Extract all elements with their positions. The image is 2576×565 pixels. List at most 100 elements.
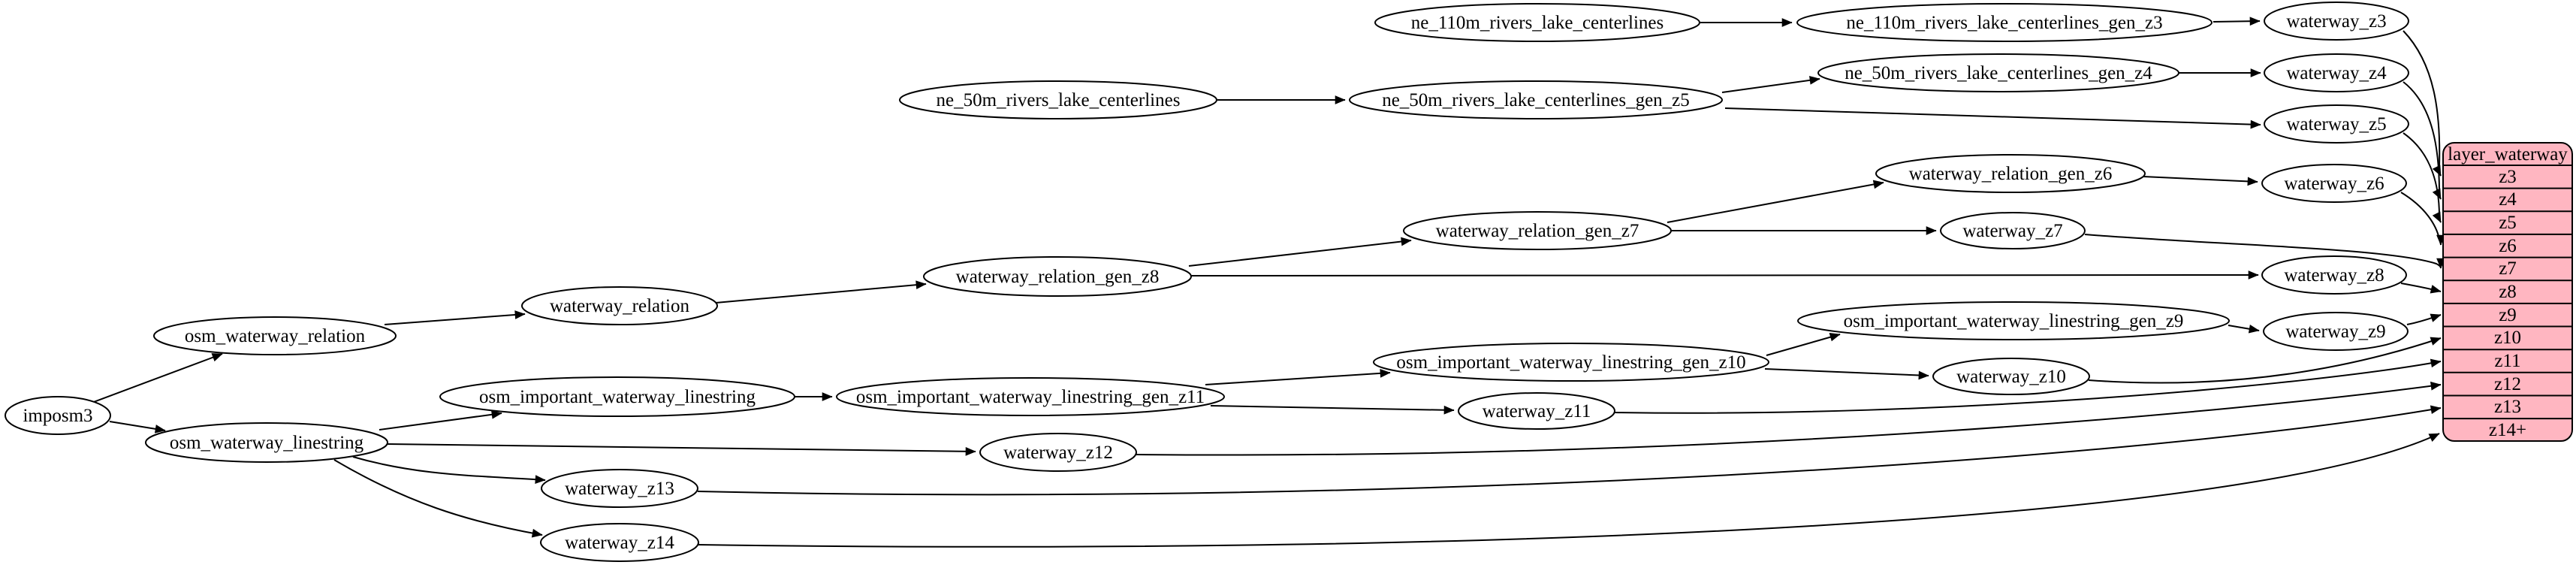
table-row-z8: z8	[2499, 282, 2517, 302]
edge-osm_waterway_linestring-osm_important	[379, 409, 502, 431]
layer-waterway-table: layer_waterway z3 z4 z5 z6 z7 z8 z9 z10 …	[2442, 142, 2573, 442]
svg-text:ne_110m_rivers_lake_centerline: ne_110m_rivers_lake_centerlines	[1411, 13, 1664, 33]
node-imposm3: imposm3	[5, 396, 111, 435]
edge-waterway_z11-row_z11	[1614, 358, 2442, 414]
edge-osm_waterway_relation-waterway_relation	[384, 310, 526, 325]
edge-osm_waterway_linestring-waterway_z12	[387, 443, 976, 456]
svg-text:waterway_z10: waterway_z10	[1956, 367, 2066, 387]
node-waterway_z10: waterway_z10	[1932, 358, 2090, 395]
svg-text:waterway_relation: waterway_relation	[550, 296, 690, 316]
edge-gen_z5-gen_z4	[1721, 75, 1820, 93]
svg-text:osm_waterway_linestring: osm_waterway_linestring	[170, 433, 364, 453]
node-waterway_z9: waterway_z9	[2263, 312, 2409, 351]
svg-text:waterway_z11: waterway_z11	[1483, 401, 1591, 421]
svg-text:ne_110m_rivers_lake_centerline: ne_110m_rivers_lake_centerlines_gen_z3	[1846, 13, 2162, 33]
edge-gen_z6-waterway_z6	[2143, 176, 2258, 186]
node-ne_110m_rivers_lake_centerlines_gen_z3: ne_110m_rivers_lake_centerlines_gen_z3	[1796, 3, 2213, 42]
node-waterway_z6: waterway_z6	[2261, 164, 2407, 203]
svg-text:imposm3: imposm3	[23, 406, 92, 426]
node-waterway_z4: waterway_z4	[2264, 53, 2409, 92]
svg-text:waterway_relation_gen_z6: waterway_relation_gen_z6	[1909, 164, 2113, 184]
edge-waterway_z8-row_z8	[2400, 282, 2442, 294]
svg-text:waterway_z3: waterway_z3	[2286, 11, 2386, 32]
edge-waterway_z4-row_z4	[2403, 81, 2442, 200]
svg-text:waterway_relation_gen_z8: waterway_relation_gen_z8	[956, 267, 1160, 287]
node-waterway_z13: waterway_z13	[541, 469, 698, 508]
table-row-z3: z3	[2499, 167, 2517, 187]
node-waterway_relation_gen_z6: waterway_relation_gen_z6	[1875, 154, 2146, 193]
edge-gen_z10-gen_z9	[1766, 333, 1841, 356]
node-osm_important_waterway_linestring_gen_z11: osm_important_waterway_linestring_gen_z1…	[836, 377, 1225, 416]
edge-waterway_z10-row_z10	[2088, 337, 2442, 384]
table-row-z7: z7	[2499, 258, 2517, 279]
node-waterway_relation_gen_z7: waterway_relation_gen_z7	[1403, 211, 1672, 250]
table-row-z13: z13	[2494, 397, 2521, 417]
node-waterway_z14: waterway_z14	[540, 523, 699, 562]
svg-text:osm_important_waterway_linestr: osm_important_waterway_linestring_gen_z1…	[856, 387, 1205, 407]
node-waterway_z8: waterway_z8	[2261, 255, 2407, 295]
node-osm_important_waterway_linestring_gen_z9: osm_important_waterway_linestring_gen_z9	[1797, 301, 2230, 340]
svg-text:osm_waterway_relation: osm_waterway_relation	[185, 326, 366, 346]
edge-osm_waterway_linestring-waterway_z13	[352, 456, 546, 484]
edge-gen_z8-gen_z7	[1188, 237, 1412, 267]
edge-gen_z10-waterway_z10	[1764, 368, 1929, 380]
edge-waterway_z5-row_z5	[2403, 132, 2442, 223]
edge-waterway_z12-row_z12	[1136, 381, 2442, 456]
node-ne_50m_rivers_lake_centerlines_gen_z5: ne_50m_rivers_lake_centerlines_gen_z5	[1349, 80, 1723, 119]
node-ne_50m_rivers_lake_centerlines_gen_z4: ne_50m_rivers_lake_centerlines_gen_z4	[1817, 53, 2179, 92]
node-waterway_z5: waterway_z5	[2264, 104, 2409, 144]
svg-text:waterway_z4: waterway_z4	[2286, 63, 2387, 83]
edge-gen_z11-waterway_z11	[1210, 405, 1455, 415]
svg-text:waterway_relation_gen_z7: waterway_relation_gen_z7	[1436, 221, 1639, 241]
table-row-z4: z4	[2499, 189, 2517, 210]
svg-text:waterway_z9: waterway_z9	[2285, 322, 2385, 342]
table-row-z10: z10	[2494, 328, 2521, 348]
node-waterway_z12: waterway_z12	[979, 433, 1137, 472]
svg-text:waterway_z5: waterway_z5	[2286, 114, 2386, 134]
svg-text:ne_50m_rivers_lake_centerlines: ne_50m_rivers_lake_centerlines_gen_z5	[1382, 90, 1690, 110]
edge-gen_z5-waterway_z5	[1724, 107, 2261, 129]
svg-text:waterway_z6: waterway_z6	[2284, 174, 2384, 194]
svg-text:ne_50m_rivers_lake_centerlines: ne_50m_rivers_lake_centerlines	[937, 90, 1181, 110]
edge-gen_z7-gen_z6	[1667, 180, 1884, 223]
svg-text:osm_important_waterway_linestr: osm_important_waterway_linestring_gen_z1…	[1396, 352, 1745, 373]
node-waterway_z7: waterway_z7	[1940, 212, 2086, 249]
nodes: imposm3 osm_waterway_relation osm_waterw…	[5, 2, 2409, 562]
edge-gen_z11-gen_z10	[1205, 368, 1391, 385]
edge-imposm3-osm_waterway_linestring	[109, 421, 166, 434]
svg-text:ne_50m_rivers_lake_centerlines: ne_50m_rivers_lake_centerlines_gen_z4	[1845, 63, 2152, 83]
edge-osm_waterway_linestring-waterway_z14	[333, 459, 543, 538]
edge-waterway_z7-row_z7	[2084, 234, 2445, 269]
edge-waterway_z13-row_z13	[697, 405, 2442, 496]
edge-gen_z3-waterway_z3	[2213, 17, 2261, 26]
edge-waterway_relation-gen_z8	[715, 280, 927, 304]
edge-gen_z9-waterway_z9	[2228, 324, 2260, 334]
node-waterway_z11: waterway_z11	[1458, 392, 1615, 430]
svg-text:osm_important_waterway_linestr: osm_important_waterway_linestring_gen_z9	[1844, 311, 2184, 331]
edge-waterway_z3-row_z3	[2403, 30, 2442, 177]
edge-waterway_z6-row_z6	[2400, 192, 2445, 246]
table-row-z9: z9	[2499, 305, 2517, 325]
node-ne_110m_rivers_lake_centerlines: ne_110m_rivers_lake_centerlines	[1374, 3, 1700, 42]
table-row-z12: z12	[2494, 374, 2521, 394]
node-waterway_relation_gen_z8: waterway_relation_gen_z8	[923, 256, 1192, 297]
edges	[91, 17, 2445, 548]
table-row-z11: z11	[2494, 351, 2520, 371]
svg-text:osm_important_waterway_linestr: osm_important_waterway_linestring	[479, 387, 756, 407]
svg-text:waterway_z7: waterway_z7	[1962, 221, 2062, 241]
node-osm_important_waterway_linestring_gen_z10: osm_important_waterway_linestring_gen_z1…	[1373, 343, 1769, 382]
edge-gen_z8-waterway_z8	[1190, 270, 2259, 279]
svg-text:waterway_z13: waterway_z13	[565, 479, 674, 499]
table-row-z5: z5	[2499, 213, 2517, 233]
table-title: layer_waterway	[2448, 144, 2568, 165]
table-row-z6: z6	[2499, 236, 2517, 256]
table-row-z14: z14+	[2489, 420, 2526, 440]
node-waterway_z3: waterway_z3	[2264, 2, 2409, 41]
node-osm_important_waterway_linestring: osm_important_waterway_linestring	[439, 376, 795, 417]
node-osm_waterway_relation: osm_waterway_relation	[153, 316, 397, 355]
edge-waterway_z14-row_z14	[698, 433, 2440, 548]
node-ne_50m_rivers_lake_centerlines: ne_50m_rivers_lake_centerlines	[899, 80, 1217, 119]
svg-text:waterway_z12: waterway_z12	[1003, 443, 1113, 463]
